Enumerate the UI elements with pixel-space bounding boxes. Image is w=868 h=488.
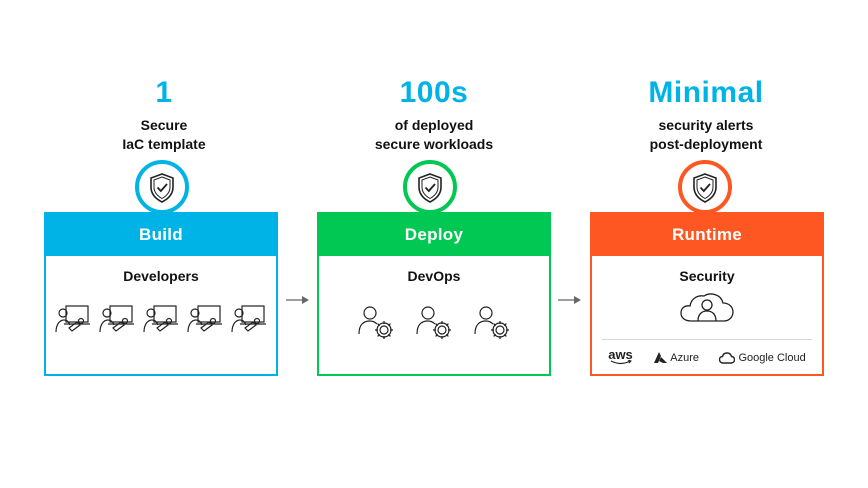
runtime-subline: security alerts post-deployment	[649, 117, 763, 152]
deploy-role-label: DevOps	[407, 268, 461, 284]
stage-build: 1 Secure IaC template	[44, 0, 284, 154]
azure-logo	[654, 351, 668, 363]
developer-laptop-icon	[99, 305, 134, 333]
runtime-card-header: Runtime	[592, 214, 822, 256]
shield-check-icon	[418, 173, 442, 203]
devops-gear-user-icon	[416, 306, 451, 339]
developer-laptop-icon	[143, 305, 178, 333]
build-shield-badge	[135, 160, 189, 214]
deploy-card: Deploy DevOps	[317, 212, 551, 376]
build-card: Build Developers	[44, 212, 278, 376]
arrow-right-icon	[558, 296, 581, 304]
runtime-shield-badge	[678, 160, 732, 214]
runtime-role-label: Security	[679, 268, 735, 284]
runtime-headline: Minimal	[648, 76, 764, 109]
developer-laptop-icon	[55, 305, 90, 333]
build-role-label: Developers	[123, 268, 199, 284]
google-cloud-provider: Google Cloud	[719, 351, 806, 364]
developer-laptop-icon	[187, 305, 222, 333]
arrow-right-icon	[286, 296, 309, 304]
security-icon-wrap	[592, 290, 822, 329]
developer-laptop-icon	[231, 305, 266, 333]
azure-provider: Azure	[653, 351, 699, 364]
deploy-subline: of deployed secure workloads	[374, 117, 494, 152]
stage-runtime: Minimal security alerts post-deployment	[586, 0, 826, 154]
azure-label: Azure	[670, 351, 699, 364]
cloud-divider	[602, 339, 812, 340]
aws-provider: aws	[608, 347, 633, 365]
build-headline: 1	[155, 76, 173, 109]
stage-deploy: 100s of deployed secure workloads	[314, 0, 554, 154]
deploy-card-header: Deploy	[319, 214, 549, 256]
developer-icons-row	[46, 302, 276, 338]
google-cloud-logo	[719, 351, 736, 364]
devops-gear-user-icon	[474, 306, 509, 339]
aws-smile-icon	[610, 360, 632, 365]
deploy-shield-badge	[403, 160, 457, 214]
deploy-headline: 100s	[399, 76, 469, 109]
aws-label: aws	[608, 347, 633, 362]
aws-logo: aws	[608, 347, 633, 365]
shield-check-icon	[150, 173, 174, 203]
runtime-card: Runtime Security aws Azure Google Cloud	[590, 212, 824, 376]
devops-gear-user-icon	[358, 306, 393, 339]
cloud-user-icon	[680, 293, 734, 322]
google-cloud-label: Google Cloud	[738, 351, 806, 364]
build-subline: Secure IaC template	[122, 117, 206, 152]
shield-check-icon	[693, 173, 717, 203]
build-card-header: Build	[46, 214, 276, 256]
devops-icons-row	[319, 304, 549, 340]
cloud-providers-row: aws Azure Google Cloud	[592, 347, 822, 365]
